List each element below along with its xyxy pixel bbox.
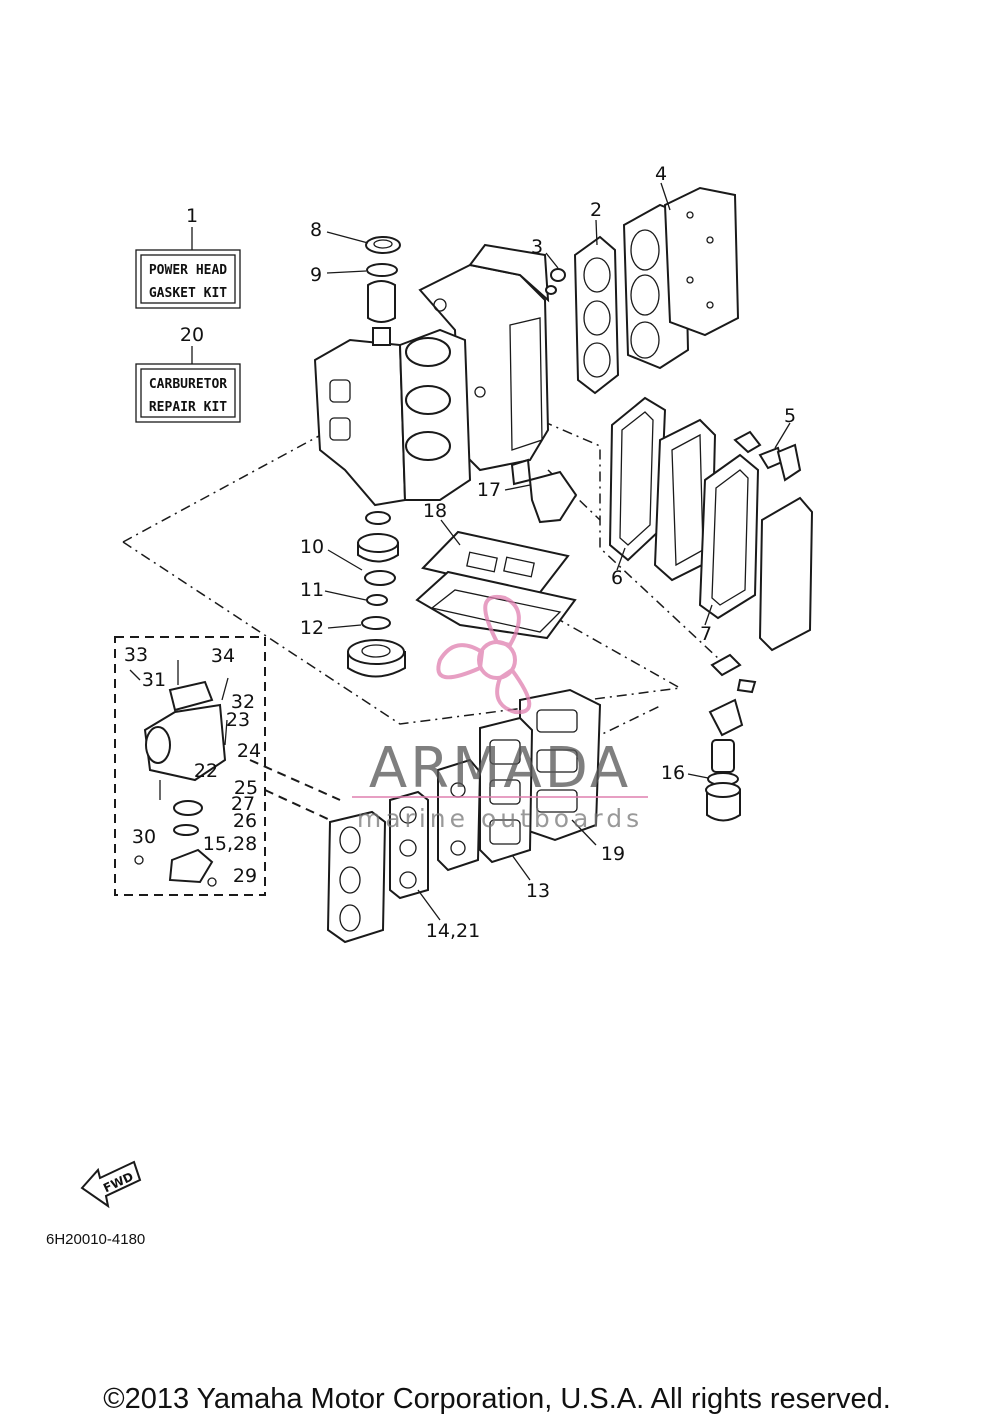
watermark-name: ARMADA (369, 736, 631, 801)
part-14-21-gasket (389, 790, 441, 921)
callout-11: 11 (300, 579, 324, 601)
callout-24: 24 (237, 740, 261, 762)
callout-26: 26 (233, 810, 257, 832)
callout-22: 22 (194, 760, 218, 782)
callout-12: 12 (300, 617, 324, 639)
callout-10: 10 (300, 536, 324, 558)
callout-14-21: 14,21 (426, 920, 480, 942)
forward-arrow-icon: FWD (80, 1160, 142, 1209)
kit-box-power-head: 1 POWER HEAD GASKET KIT (135, 205, 241, 309)
callout-2: 2 (590, 199, 602, 221)
callout-labels: 2 3 4 5 6 7 8 9 10 11 12 13 14,21 15,28 … (124, 163, 796, 942)
callout-6: 6 (611, 567, 623, 589)
cylinder-block (418, 243, 550, 472)
oil-pan (415, 570, 577, 640)
callout-34: 34 (211, 645, 235, 667)
watermark-tagline: marine outboards (357, 804, 643, 833)
lower-seal-housing (347, 639, 406, 678)
callout-17: 17 (477, 479, 501, 501)
kit-20-line1: CARBURETOR (149, 377, 227, 392)
callout-16: 16 (661, 762, 685, 784)
water-pipe-grommet (705, 782, 741, 822)
callout-32: 32 (231, 691, 255, 713)
callout-20: 20 (180, 324, 204, 346)
callout-9: 9 (310, 264, 322, 286)
carburetor-manifold-plate (326, 810, 387, 944)
watermark: ARMADA marine outboards (352, 594, 648, 833)
callout-25: 25 (234, 777, 258, 799)
copyright-notice: ©2013 Yamaha Motor Corporation, U.S.A. A… (103, 1383, 891, 1415)
exhaust-cover (758, 496, 814, 652)
part-7-exhaust-gasket (698, 453, 760, 626)
part-3-plug (545, 252, 566, 295)
diagram-code: 6H20010-4180 (46, 1231, 145, 1248)
callout-19: 19 (601, 843, 625, 865)
callout-23: 23 (226, 709, 250, 731)
kit-1-line1: POWER HEAD (149, 263, 227, 278)
crankshaft (313, 327, 472, 507)
assembly-outline (122, 394, 721, 741)
callout-31: 31 (142, 669, 166, 691)
water-pipe-assembly (708, 653, 757, 773)
part-12-o-ring (327, 616, 391, 630)
callout-27: 27 (231, 793, 255, 815)
callout-29: 29 (233, 865, 257, 887)
callout-1: 1 (186, 205, 198, 227)
callout-30: 30 (132, 826, 156, 848)
callout-33: 33 (124, 644, 148, 666)
part-13-gasket (479, 716, 534, 881)
callout-15-28: 15,28 (203, 833, 257, 855)
part-9-o-ring (326, 263, 398, 277)
part-10-bearing (327, 511, 399, 571)
watermark-propeller-icon (436, 594, 532, 715)
kit-1-line2: GASKET KIT (149, 286, 227, 301)
callout-18: 18 (423, 500, 447, 522)
part-17-thermostat-cover (504, 458, 578, 524)
kit-box-carburetor: 20 CARBURETOR REPAIR KIT (135, 324, 241, 423)
bearing-housing (367, 280, 396, 323)
kit-20-line2: REPAIR KIT (149, 400, 227, 415)
part-2-head-gasket (573, 219, 620, 395)
part-8-oil-seal (326, 231, 401, 254)
callout-5: 5 (784, 405, 796, 427)
callout-7: 7 (700, 623, 712, 645)
carburetor-detail-box (114, 636, 341, 896)
callout-4: 4 (655, 163, 667, 185)
part-11-oil-seal (324, 570, 396, 606)
intake-spacer (437, 758, 482, 872)
callout-13: 13 (526, 880, 550, 902)
part-4-head-cover (660, 182, 740, 337)
part-5-thermostat (733, 422, 802, 482)
callout-3: 3 (531, 236, 543, 258)
callout-8: 8 (310, 219, 322, 241)
